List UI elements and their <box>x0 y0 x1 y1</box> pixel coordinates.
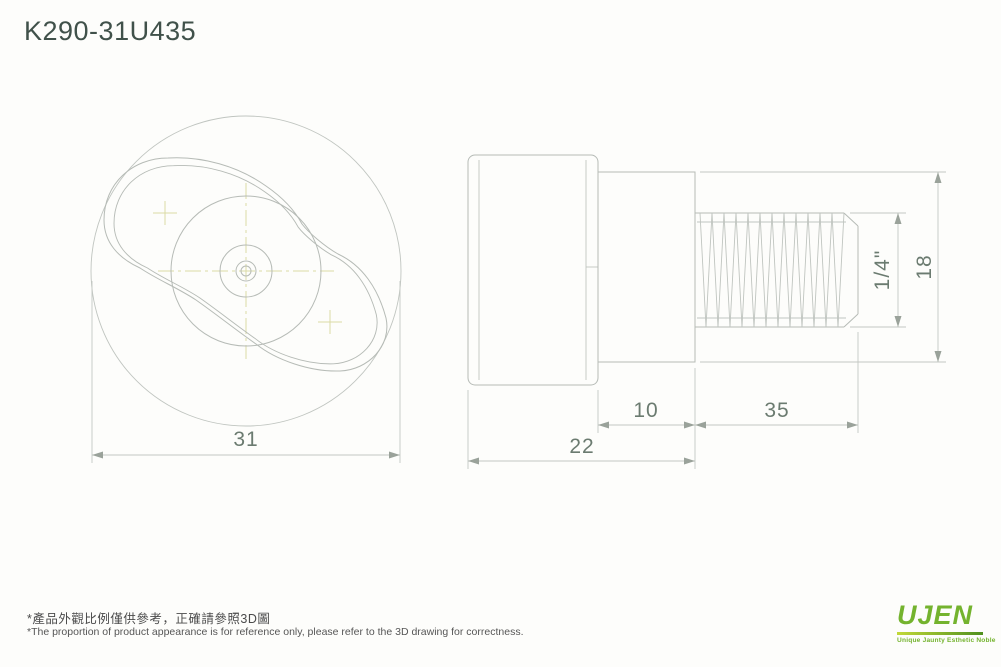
centerlines <box>158 183 334 359</box>
knob-body-side <box>467 154 599 386</box>
front-view: 31 <box>90 115 402 463</box>
dim-label-thread-length: 35 <box>764 399 789 422</box>
part-number-title: K290-31U435 <box>24 16 197 46</box>
dimension-front-diameter: 31 <box>91 281 401 463</box>
envelope-circle <box>90 115 402 427</box>
lobe-center-marks <box>153 201 342 334</box>
logo-tagline: Unique Jaunty Esthetic Noble <box>897 636 996 644</box>
dimension-thread-size: 1/4" <box>850 212 906 328</box>
dim-label-body-length: 22 <box>569 435 594 458</box>
dimension-body-length: 22 <box>467 368 696 469</box>
side-view: 10 35 22 <box>467 154 946 469</box>
ujen-logo: UJEN Unique Jaunty Esthetic Noble <box>897 600 996 644</box>
disclaimer-note-en: *The proportion of product appearance is… <box>27 626 524 638</box>
center-boss <box>170 195 322 347</box>
thread-chamfer <box>843 212 859 328</box>
logo-name: UJEN <box>897 600 974 630</box>
logo-underline <box>897 631 983 635</box>
dim-label-front-diameter: 31 <box>233 428 258 451</box>
dim-label-neck-diameter: 18 <box>913 254 936 279</box>
disclaimer-note-zh: *產品外觀比例僅供參考，正確請參照3D圖 <box>27 612 271 626</box>
dim-label-neck-length: 10 <box>633 399 658 422</box>
thread <box>695 212 859 328</box>
dimension-neck-length: 10 <box>597 390 695 433</box>
dim-label-thread-size: 1/4" <box>871 250 894 291</box>
knob-outline <box>103 157 388 372</box>
neck-boss <box>597 171 696 363</box>
dimension-thread-length: 35 <box>695 332 859 433</box>
dimension-neck-diameter: 18 <box>700 171 946 363</box>
